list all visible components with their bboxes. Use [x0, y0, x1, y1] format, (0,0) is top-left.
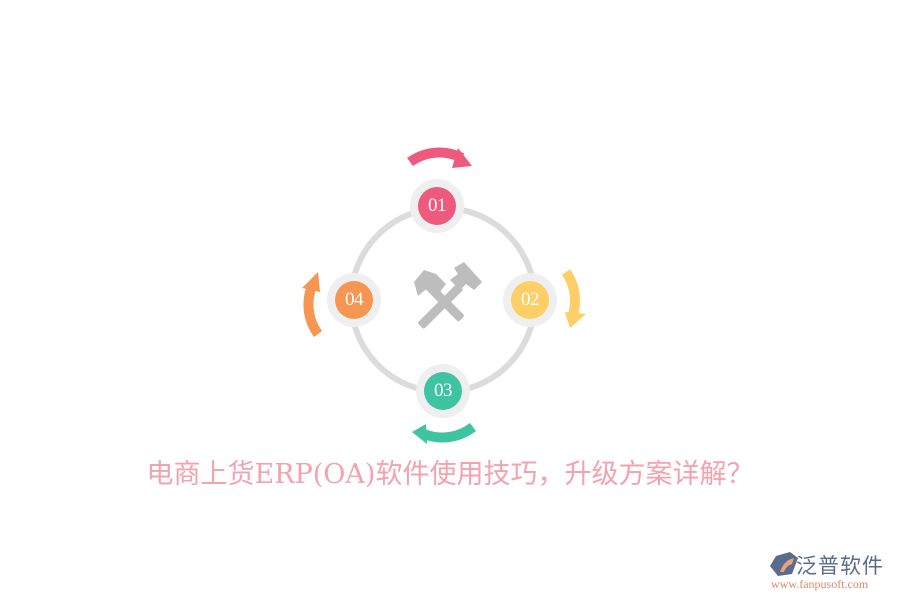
step-node-03: 03 [416, 364, 470, 418]
step-node-04: 04 [327, 273, 381, 327]
step-badge-04: 04 [335, 281, 373, 319]
step-node-01: 01 [410, 179, 464, 233]
brand-logo: 泛普软件 www.fanpusoft.com [766, 550, 896, 592]
step-badge-02: 02 [511, 281, 549, 319]
page-title: 电商上货ERP(OA)软件使用技巧，升级方案详解？ [146, 459, 754, 490]
crossed-hammers-icon [414, 262, 482, 329]
arrow-bottom-icon [412, 422, 477, 444]
arrow-left-icon [302, 272, 323, 337]
step-badge-01: 01 [418, 187, 456, 225]
step-badge-03: 03 [424, 372, 462, 410]
step-node-02: 02 [503, 273, 557, 327]
fanpu-logo-icon [770, 552, 798, 576]
brand-url: www.fanpusoft.com [771, 577, 869, 591]
arrow-top-icon [407, 147, 472, 168]
brand-name: 泛普软件 [796, 554, 884, 578]
arrow-right-icon [561, 269, 586, 328]
